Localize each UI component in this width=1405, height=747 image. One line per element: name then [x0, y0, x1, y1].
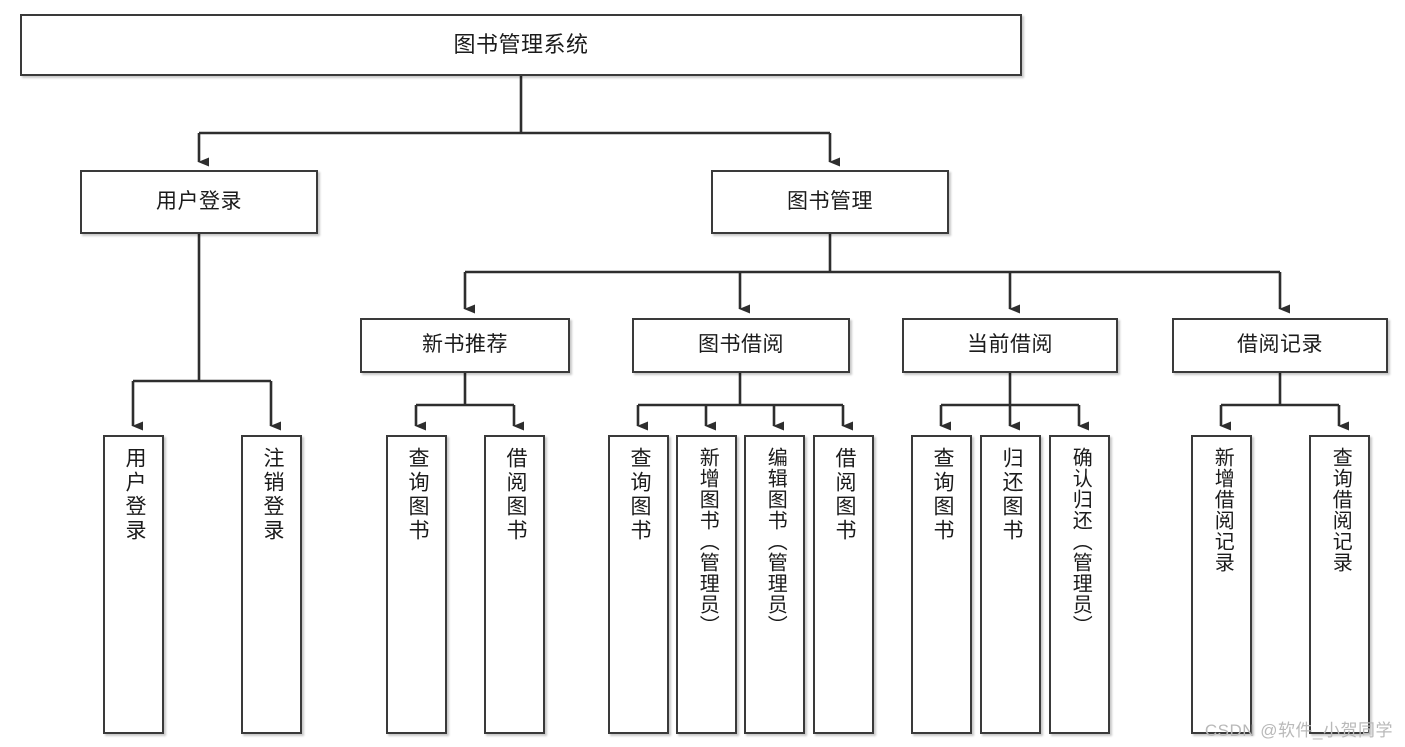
node-label: 新增图书（管理员）: [696, 447, 719, 636]
node-label: 图书管理: [787, 189, 873, 213]
leaf-add-record[interactable]: 新增借阅记录: [1191, 435, 1252, 734]
node-label: 用户登录: [122, 447, 146, 543]
leaf-query-book-3[interactable]: 查询图书: [911, 435, 972, 734]
leaf-edit-book[interactable]: 编辑图书（管理员）: [744, 435, 805, 734]
node-current-borrow[interactable]: 当前借阅: [902, 318, 1118, 373]
node-user-login[interactable]: 用户登录: [80, 170, 318, 234]
node-label: 新增借阅记录: [1211, 447, 1234, 573]
node-label: 新书推荐: [422, 333, 508, 357]
node-book-manage[interactable]: 图书管理: [711, 170, 949, 234]
node-label: 图书管理系统: [453, 32, 589, 58]
node-label: 查询图书: [405, 447, 429, 543]
leaf-return-book[interactable]: 归还图书: [980, 435, 1041, 734]
node-label: 借阅记录: [1237, 333, 1323, 357]
node-label: 确认归还（管理员）: [1069, 447, 1092, 636]
leaf-add-book[interactable]: 新增图书（管理员）: [676, 435, 737, 734]
leaf-query-book-2[interactable]: 查询图书: [608, 435, 669, 734]
node-root-system[interactable]: 图书管理系统: [20, 14, 1022, 76]
node-label: 借阅图书: [503, 447, 527, 543]
node-label: 借阅图书: [832, 447, 856, 543]
node-borrow-record[interactable]: 借阅记录: [1172, 318, 1388, 373]
node-label: 查询图书: [930, 447, 954, 543]
node-label: 编辑图书（管理员）: [764, 447, 787, 636]
node-label: 归还图书: [999, 447, 1023, 543]
leaf-confirm-return[interactable]: 确认归还（管理员）: [1049, 435, 1110, 734]
watermark-text: CSDN @软件_小贺同学: [1204, 721, 1393, 740]
leaf-borrow-book-1[interactable]: 借阅图书: [484, 435, 545, 734]
node-label: 查询借阅记录: [1329, 447, 1352, 573]
leaf-query-record[interactable]: 查询借阅记录: [1309, 435, 1370, 734]
leaf-user-login[interactable]: 用户登录: [103, 435, 164, 734]
node-label: 注销登录: [260, 447, 284, 543]
node-label: 查询图书: [627, 447, 651, 543]
node-label: 用户登录: [156, 189, 242, 213]
leaf-query-book-1[interactable]: 查询图书: [386, 435, 447, 734]
node-book-borrow[interactable]: 图书借阅: [632, 318, 850, 373]
node-new-book-recommend[interactable]: 新书推荐: [360, 318, 570, 373]
leaf-borrow-book-2[interactable]: 借阅图书: [813, 435, 874, 734]
node-label: 图书借阅: [698, 333, 784, 357]
node-label: 当前借阅: [967, 333, 1053, 357]
leaf-logout[interactable]: 注销登录: [241, 435, 302, 734]
